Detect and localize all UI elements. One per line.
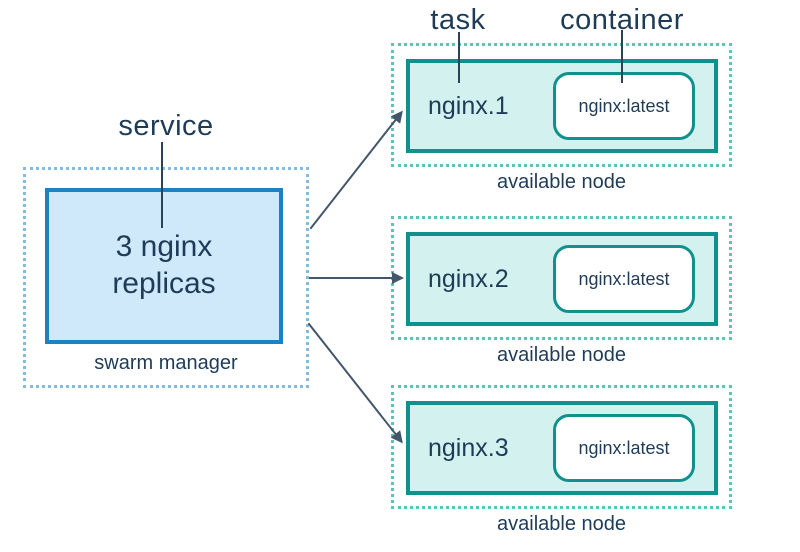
task-label: task bbox=[430, 4, 486, 36]
service-label: service bbox=[118, 110, 214, 142]
container-box: nginx:latest bbox=[553, 414, 695, 482]
swarm-manager-caption: swarm manager bbox=[94, 352, 238, 374]
node-1-task-box: nginx.1 nginx:latest bbox=[406, 59, 718, 153]
node-caption: available node bbox=[497, 513, 626, 535]
node-2-boundary: nginx.2 nginx:latest bbox=[391, 216, 732, 340]
arrow-to-node-1 bbox=[309, 110, 403, 230]
node-3-boundary: nginx.3 nginx:latest bbox=[391, 385, 732, 509]
task-pointer-line bbox=[458, 32, 460, 83]
service-replicas-box: 3 nginx replicas bbox=[45, 188, 283, 344]
container-image-label: nginx:latest bbox=[578, 268, 670, 289]
service-pointer-line bbox=[161, 142, 163, 228]
node-caption: available node bbox=[497, 344, 626, 366]
available-node-3: nginx.3 nginx:latest available node bbox=[391, 385, 732, 536]
available-node-2: nginx.2 nginx:latest available node bbox=[391, 216, 732, 367]
node-3-task-box: nginx.3 nginx:latest bbox=[406, 401, 718, 495]
node-1-boundary: nginx.1 nginx:latest bbox=[391, 43, 732, 167]
service-replicas-label: 3 nginx replicas bbox=[112, 230, 216, 300]
task-name: nginx.2 bbox=[428, 264, 509, 293]
available-node-1: nginx.1 nginx:latest available node bbox=[391, 43, 732, 194]
swarm-manager-boundary: 3 nginx replicas swarm manager bbox=[23, 167, 309, 388]
task-name: nginx.1 bbox=[428, 91, 509, 120]
container-image-label: nginx:latest bbox=[578, 95, 670, 116]
container-box: nginx:latest bbox=[553, 72, 695, 140]
node-2-task-box: nginx.2 nginx:latest bbox=[406, 232, 718, 326]
task-name: nginx.3 bbox=[428, 433, 509, 462]
container-image-label: nginx:latest bbox=[578, 437, 670, 458]
container-box: nginx:latest bbox=[553, 245, 695, 313]
arrow-to-node-3 bbox=[307, 322, 403, 444]
node-caption: available node bbox=[497, 171, 626, 193]
container-pointer-line bbox=[621, 30, 623, 83]
container-label: container bbox=[560, 4, 684, 36]
